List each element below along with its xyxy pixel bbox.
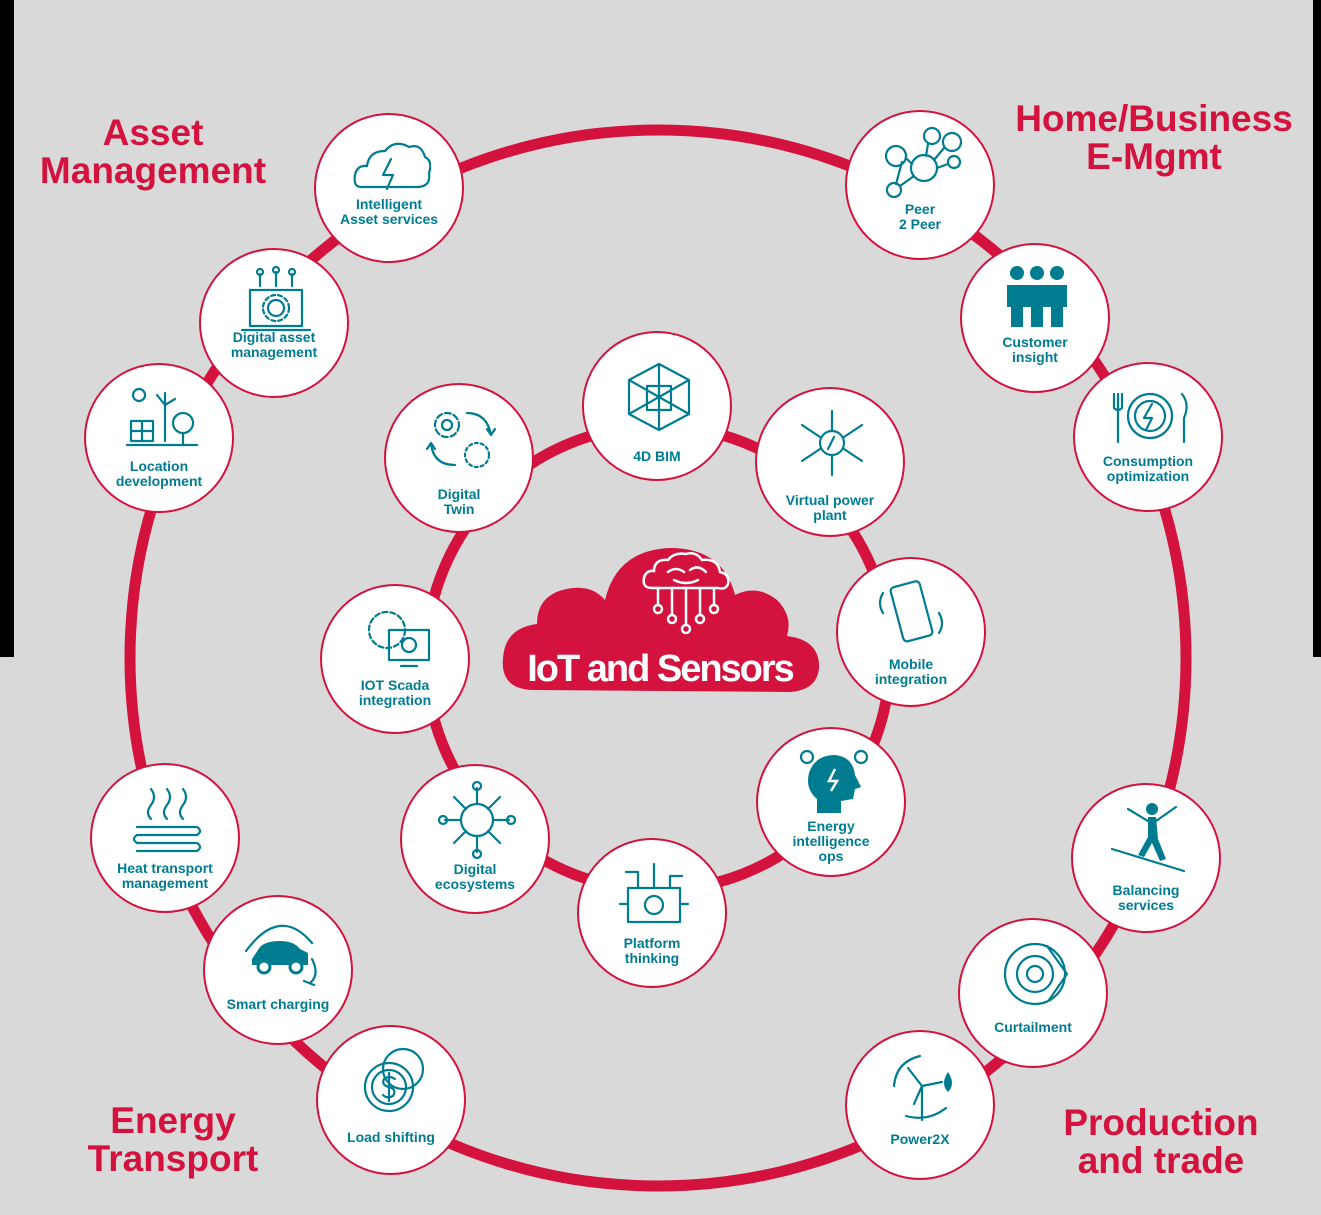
plate-bolt-cutlery-icon — [1112, 392, 1188, 444]
outer-node-smart-charging: Smart charging — [203, 895, 353, 1045]
outer-node-consumption-optimization: Consumption optimization — [1073, 362, 1223, 512]
section-heading-energy: Energy Transport — [87, 1100, 259, 1179]
inner-node-energy-intelligence-ops: Energy intelligence ops — [756, 727, 906, 877]
outer-node-label: Power2X — [890, 1131, 950, 1147]
vpp-network-icon — [800, 409, 864, 477]
inner-node-4d-bim: 4D BIM — [582, 331, 732, 481]
inner-node-label: IOT Scada integration — [358, 677, 432, 708]
outer-node-label: Intelligent Asset services — [339, 196, 439, 227]
outer-node-label: Customer insight — [1002, 334, 1068, 365]
dark-margin-left — [0, 0, 14, 657]
tightrope-walker-icon — [1110, 803, 1186, 873]
section-heading-production: Production and trade — [1063, 1102, 1259, 1181]
outer-node-label: Heat transport management — [117, 860, 213, 891]
section-heading-asset: Asset Management — [39, 112, 267, 191]
outer-node-customer-insight: Customer insight — [960, 243, 1110, 393]
outer-node-label: Balancing services — [1112, 882, 1180, 913]
gears-cycle-icon — [425, 411, 497, 469]
inner-node-mobile-integration: Mobile integration — [836, 557, 986, 707]
electric-car-plug-icon — [244, 924, 317, 987]
inner-node-digital-ecosystems: Digital ecosystems — [400, 764, 550, 914]
iot-cloud — [502, 548, 820, 692]
outer-node-label: Smart charging — [226, 996, 330, 1012]
outer-node-label: Load shifting — [347, 1129, 435, 1145]
inner-node-virtual-power-plant: Virtual power plant — [755, 387, 905, 537]
heat-pipes-icon — [132, 787, 202, 853]
inner-node-iot-scada-integration: IOT Scada integration — [320, 584, 470, 734]
network-virus-icon — [437, 780, 517, 860]
outer-node-intelligent-asset-services: Intelligent Asset services — [314, 113, 464, 263]
outer-node-digital-asset-management: Digital asset management — [199, 248, 349, 398]
outer-node-location-development: Location development — [84, 363, 234, 513]
outer-node-label: Curtailment — [994, 1019, 1072, 1035]
circuit-gear-icon — [618, 862, 690, 924]
outer-ring — [124, 124, 1192, 1192]
outer-node-load-shifting: Load shifting — [316, 1025, 466, 1175]
outer-node-peer-2-peer: Peer 2 Peer — [845, 110, 995, 260]
inner-node-label: 4D BIM — [633, 448, 681, 464]
outer-node-label: Digital asset management — [230, 329, 318, 360]
inner-node-label: Platform thinking — [623, 935, 681, 966]
inner-node-digital-twin: Digital Twin — [384, 383, 534, 533]
outer-node-power2x: Power2X — [845, 1030, 995, 1180]
outer-node-label: Consumption optimization — [1102, 453, 1194, 484]
outer-node-balancing-services: Balancing services — [1071, 783, 1221, 933]
cube-3d-icon — [627, 362, 691, 432]
cloud-lightning-people-icon — [353, 142, 431, 191]
smartphone-icon — [878, 580, 944, 643]
people-group-icon — [1007, 266, 1067, 327]
coins-dollar-icon — [363, 1047, 425, 1113]
monitor-gears-icon — [367, 610, 431, 668]
inner-node-label: Virtual power plant — [785, 492, 875, 523]
wind-turbine-flame-icon — [892, 1054, 952, 1122]
outer-node-heat-transport-management: Heat transport management — [90, 763, 240, 913]
outer-node-label: Peer 2 Peer — [898, 201, 942, 232]
cloud-brain-icon — [642, 552, 730, 635]
inner-node-label: Digital Twin — [437, 486, 481, 517]
target-curtail-icon — [1003, 942, 1069, 1006]
laptop-gear-icon — [240, 265, 312, 332]
inner-node-label: Digital ecosystems — [434, 861, 516, 892]
inner-node-label: Mobile integration — [874, 656, 948, 687]
inner-node-label: Energy intelligence ops — [792, 818, 870, 864]
head-bulb-icon — [799, 749, 869, 813]
dark-margin-right — [1313, 0, 1321, 657]
solar-wind-trees-icon — [125, 387, 199, 447]
center-title: IoT and Sensors — [527, 648, 795, 690]
peer-network-icon — [884, 126, 962, 199]
inner-node-platform-thinking: Platform thinking — [577, 838, 727, 988]
outer-node-curtailment: Curtailment — [958, 918, 1108, 1068]
outer-node-label: Location development — [115, 458, 203, 489]
section-heading-home: Home/Business E-Mgmt — [1015, 98, 1293, 177]
